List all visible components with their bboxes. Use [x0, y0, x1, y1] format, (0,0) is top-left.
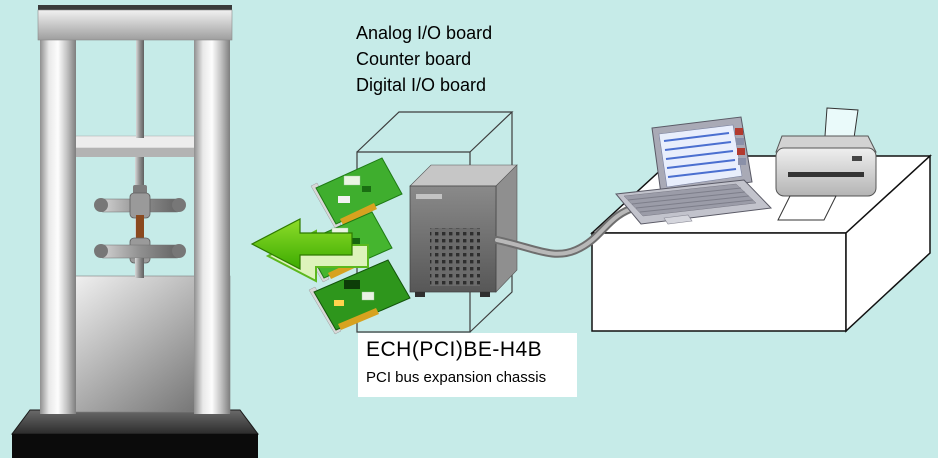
board-type-line: Analog I/O board [356, 23, 493, 43]
chassis-description-label: PCI bus expansion chassis [366, 369, 547, 386]
cable [493, 199, 659, 258]
pci-card [310, 157, 403, 229]
chassis-model-label: ECH(PCI)BE-H4B [366, 338, 543, 361]
bidirectional-arrow-icon [250, 218, 369, 283]
board-type-line: Digital I/O board [356, 75, 487, 95]
chassis-vents [430, 228, 480, 286]
chassis-logo [416, 194, 442, 199]
chassis-label-box: ECH(PCI)BE-H4B PCI bus expansion chassis [358, 333, 577, 397]
board-types-label: Analog I/O board Counter board Digital I… [356, 20, 492, 98]
expansion-chassis [409, 164, 518, 297]
printer-paper-out [777, 195, 837, 221]
desk [590, 154, 932, 333]
laptop-icon [615, 116, 773, 225]
touchpad [663, 214, 693, 225]
machine-column-left [40, 6, 76, 414]
printer-icon [775, 107, 877, 221]
machine-column-right [194, 6, 230, 414]
board-type-line: Counter board [356, 49, 472, 69]
pci-card [308, 259, 411, 335]
testing-machine [11, 5, 259, 458]
test-specimen [136, 215, 144, 241]
